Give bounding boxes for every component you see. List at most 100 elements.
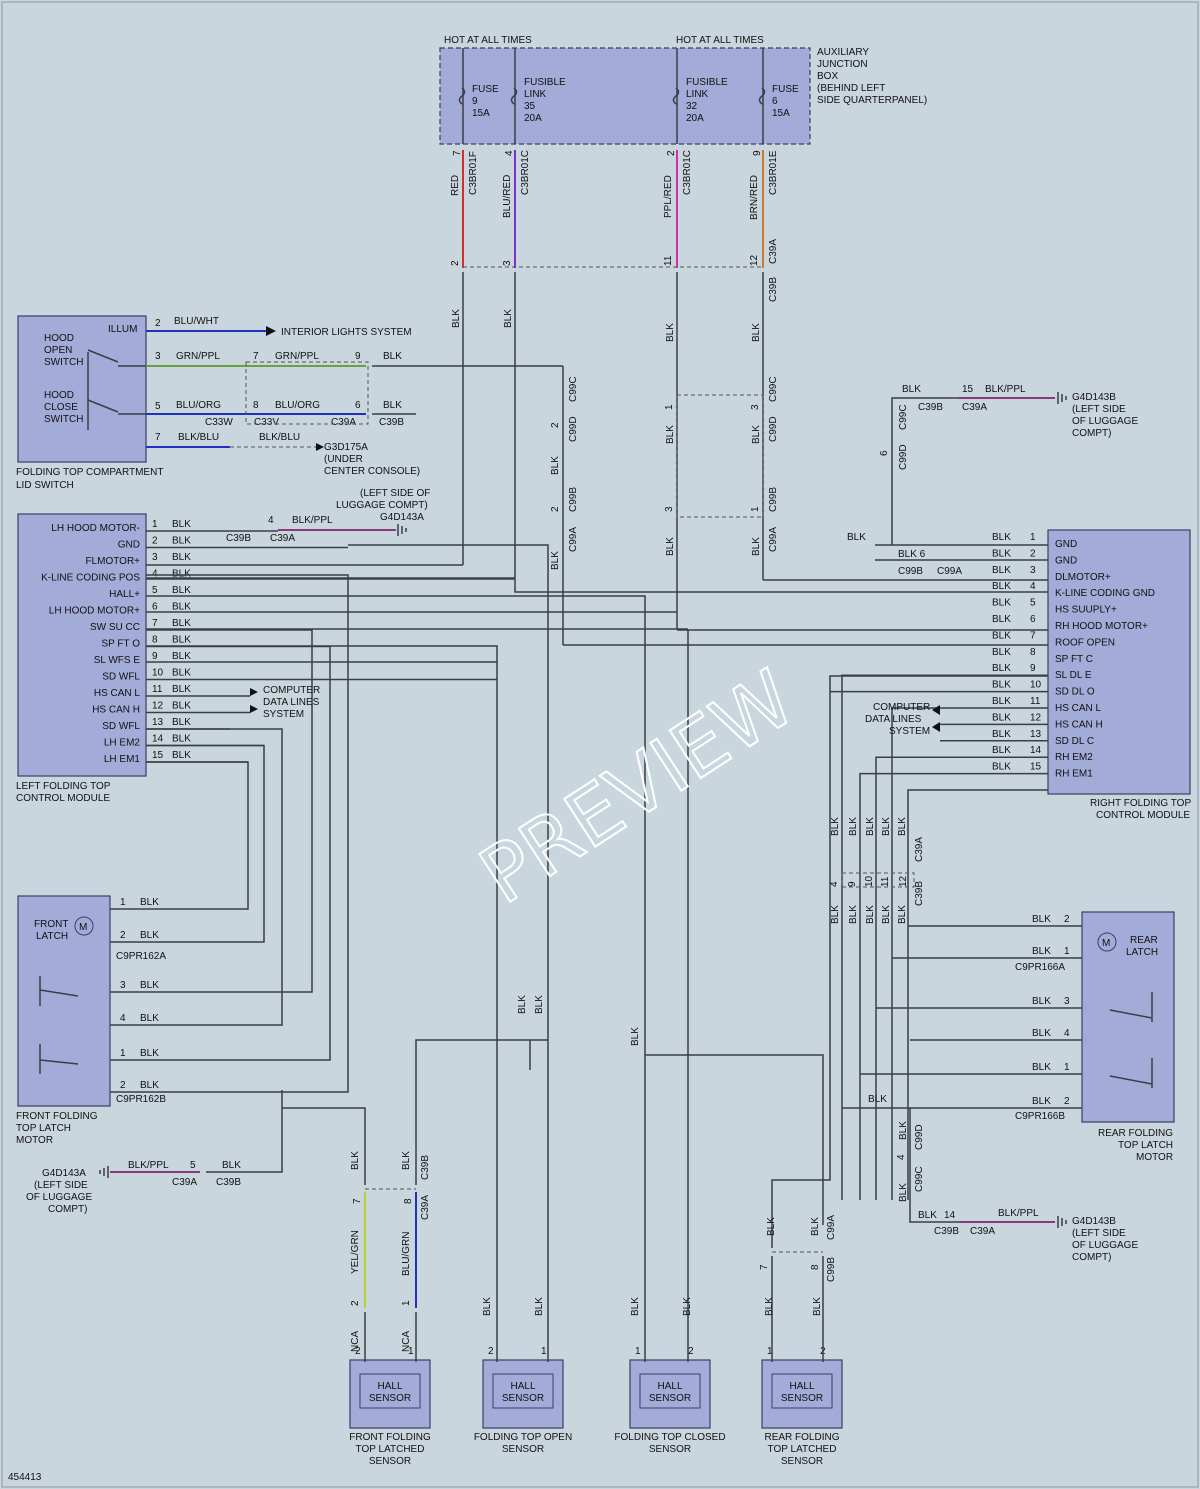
diagram-id: 454413 <box>8 1472 42 1483</box>
svg-text:BLK: BLK <box>503 309 514 328</box>
hall-sensor-label: SENSOR <box>369 1393 411 1404</box>
svg-text:6: 6 <box>772 96 778 107</box>
right-module-pin-number: 8 <box>1030 647 1036 658</box>
svg-text:2: 2 <box>550 422 561 428</box>
svg-text:2: 2 <box>155 318 161 329</box>
hall-sensor-label: HALL <box>789 1381 814 1392</box>
svg-text:OPEN: OPEN <box>44 345 72 356</box>
svg-text:BLK: BLK <box>898 1183 909 1202</box>
svg-text:15A: 15A <box>472 108 490 119</box>
left-module-pin-number: 15 <box>152 750 164 761</box>
svg-text:C39A: C39A <box>768 239 779 264</box>
svg-text:32: 32 <box>686 101 698 112</box>
right-module-pin-label: HS SUUPLY+ <box>1055 605 1117 616</box>
svg-text:MOTOR: MOTOR <box>16 1135 53 1146</box>
svg-text:ILLUM: ILLUM <box>108 324 137 335</box>
svg-text:4: 4 <box>504 150 515 156</box>
svg-text:C9PR166A: C9PR166A <box>1015 962 1065 973</box>
left-module-wire <box>206 1090 283 1173</box>
svg-text:14: 14 <box>944 1210 956 1221</box>
svg-text:BLK/PPL: BLK/PPL <box>128 1160 169 1171</box>
svg-text:C39B: C39B <box>934 1226 959 1237</box>
svg-text:FUSIBLE: FUSIBLE <box>524 77 566 88</box>
svg-text:BLK: BLK <box>550 456 561 475</box>
hall-sensor-label: HALL <box>377 1381 402 1392</box>
svg-text:15: 15 <box>962 384 974 395</box>
svg-text:BLU/WHT: BLU/WHT <box>174 316 219 327</box>
right-module-wire-color: BLK <box>992 598 1011 609</box>
left-module-wire-color: BLK <box>172 750 191 761</box>
svg-text:BLK: BLK <box>630 1297 641 1316</box>
svg-text:BLK/BLU: BLK/BLU <box>259 432 300 443</box>
svg-text:C3BR01C: C3BR01C <box>520 150 531 195</box>
right-module-wire-color: BLK <box>992 581 1011 592</box>
hall-sensor-pin: 1 <box>541 1346 547 1357</box>
left-module-pin-number: 9 <box>152 651 158 662</box>
hall-sensor-inner <box>771 1373 833 1409</box>
svg-text:BLK: BLK <box>222 1160 241 1171</box>
left-module-pin-label: LH EM2 <box>104 738 141 749</box>
right-module-wire <box>859 772 1048 1200</box>
right-module-pin-label: SP FT C <box>1055 654 1093 665</box>
main-bus-wires <box>146 544 1048 663</box>
svg-text:4: 4 <box>896 1154 907 1160</box>
right-module-wire-color: BLK <box>992 680 1011 691</box>
rear-latch-wire-color: BLK <box>1032 946 1051 957</box>
svg-text:2: 2 <box>666 150 677 156</box>
watermark: PREVIEW <box>465 654 810 922</box>
svg-text:FUSE: FUSE <box>472 84 499 95</box>
hall-sensor-pin: 1 <box>635 1346 641 1357</box>
svg-text:LATCH: LATCH <box>1126 947 1158 958</box>
left-module-pin-label: SW SU CC <box>90 622 140 633</box>
left-module-pin-label: FLMOTOR+ <box>85 556 140 567</box>
svg-text:C9PR162A: C9PR162A <box>116 951 166 962</box>
front-latch-wire-color: BLK <box>140 980 159 991</box>
svg-text:CLOSE: CLOSE <box>44 402 78 413</box>
svg-text:BLK/PPL: BLK/PPL <box>985 384 1026 395</box>
right-module-pin-number: 13 <box>1030 729 1042 740</box>
hall-sensor-box <box>349 1359 431 1429</box>
svg-text:M: M <box>1102 938 1110 949</box>
svg-text:BLK: BLK <box>847 532 866 543</box>
right-module-wire-color: BLK <box>992 762 1011 773</box>
svg-text:REAR FOLDING: REAR FOLDING <box>1098 1128 1173 1139</box>
svg-text:10: 10 <box>864 875 875 887</box>
svg-text:C99D: C99D <box>898 444 909 470</box>
left-module-pin-label: HS CAN H <box>92 705 140 716</box>
svg-text:SWITCH: SWITCH <box>44 414 83 425</box>
svg-text:LID SWITCH: LID SWITCH <box>16 480 74 491</box>
svg-text:BLK: BLK <box>766 1217 777 1236</box>
svg-text:11: 11 <box>880 876 891 887</box>
svg-text:BLK: BLK <box>812 1297 823 1316</box>
right-module-wire-color: BLK <box>992 647 1011 658</box>
right-module-pin-label: SD DL O <box>1055 687 1095 698</box>
svg-text:BLK: BLK <box>665 537 676 556</box>
right-module-wire-color: BLK <box>992 696 1011 707</box>
right-module-pin-label: RH HOOD MOTOR+ <box>1055 621 1148 632</box>
svg-text:C39A: C39A <box>270 533 295 544</box>
svg-text:7: 7 <box>759 1264 770 1270</box>
svg-text:1: 1 <box>750 506 761 512</box>
svg-text:BLK: BLK <box>751 537 762 556</box>
left-module-pin-label: SP FT O <box>101 639 140 650</box>
right-module-pin-number: 1 <box>1030 532 1036 543</box>
front-latch-wire-color: BLK <box>140 930 159 941</box>
svg-text:BLK: BLK <box>383 351 402 362</box>
svg-text:BLK: BLK <box>865 905 876 924</box>
svg-text:12: 12 <box>898 875 909 887</box>
svg-text:DATA LINES: DATA LINES <box>263 697 320 708</box>
svg-text:BLK: BLK <box>830 905 841 924</box>
svg-text:BLK: BLK <box>401 1151 412 1170</box>
svg-text:7: 7 <box>155 432 161 443</box>
svg-text:BLK: BLK <box>550 551 561 570</box>
svg-text:8: 8 <box>253 400 259 411</box>
svg-text:(LEFT SIDE OF: (LEFT SIDE OF <box>360 488 430 499</box>
svg-text:2: 2 <box>450 260 461 266</box>
left-module-pin-number: 5 <box>152 585 158 596</box>
c99-left-column: C99C C99D 2 2 C99B C99A BLK BLK <box>550 366 579 645</box>
svg-text:4: 4 <box>268 515 274 526</box>
